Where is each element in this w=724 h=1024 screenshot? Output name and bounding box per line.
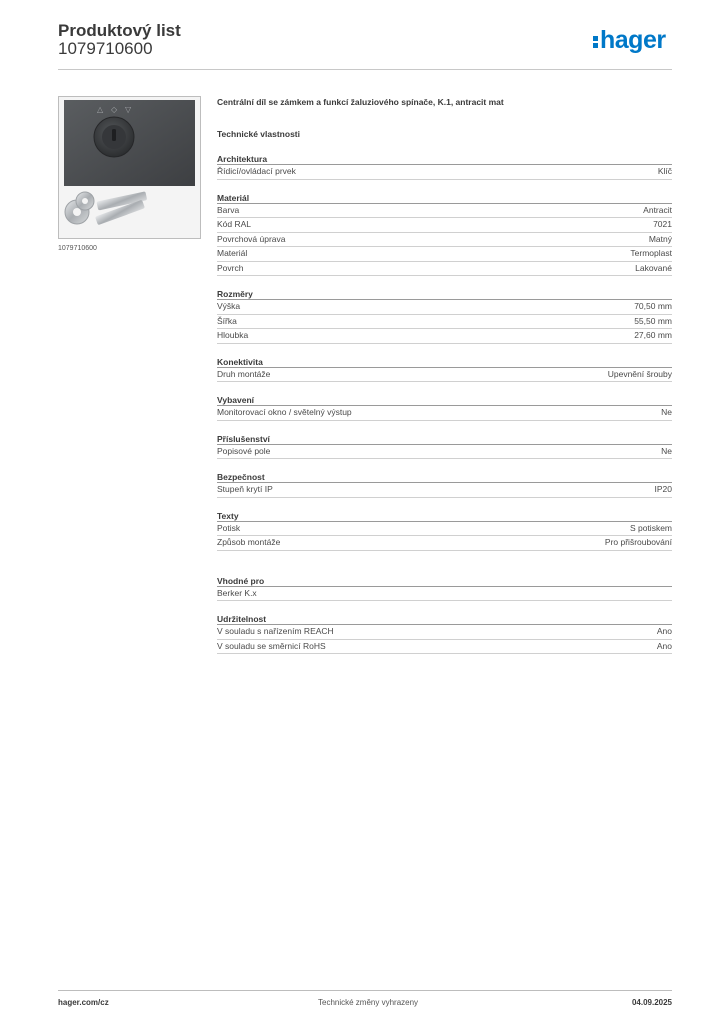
property-row: Způsob montáže Pro přišroubování xyxy=(217,536,672,551)
group-title: Vhodné pro xyxy=(217,575,672,587)
property-row: V souladu se směrnicí RoHS Ano xyxy=(217,640,672,654)
logo-colon-icon xyxy=(593,28,600,50)
header-divider xyxy=(58,69,672,70)
property-label: Popisové pole xyxy=(217,445,271,456)
product-image-caption: 1079710600 xyxy=(58,245,97,252)
property-value: 27,60 mm xyxy=(634,330,672,340)
property-value: Ano xyxy=(656,640,672,651)
group-title: Vybavení xyxy=(217,394,672,406)
product-photo: △ ◇ ▽ xyxy=(59,97,200,238)
property-row: Materiál Termoplast xyxy=(217,247,672,262)
group-title: Konektivita xyxy=(217,356,672,368)
property-label: Povrchová úprava xyxy=(217,233,286,244)
arrow-down-icon: ▽ xyxy=(125,105,132,114)
footer-date: 04.09.2025 xyxy=(631,998,672,1007)
product-image: △ ◇ ▽ xyxy=(58,96,201,239)
property-value: Termoplast xyxy=(630,248,672,258)
property-label: Řídicí/ovládací prvek xyxy=(217,166,296,176)
arrow-up-icon: △ xyxy=(97,105,104,114)
property-label: Potisk xyxy=(217,522,241,533)
property-label: Druh montáže xyxy=(217,368,271,379)
property-value: Pro přišroubování xyxy=(604,537,672,547)
property-value: Antracit xyxy=(643,204,672,215)
property-value: S potiskem xyxy=(629,522,672,533)
property-value: Klíč xyxy=(657,166,672,176)
property-label: Monitorovací okno / světelný výstup xyxy=(217,407,352,417)
group-title: Materiál xyxy=(217,192,672,204)
neutral-icon: ◇ xyxy=(111,105,118,114)
property-row: Řídicí/ovládací prvek Klíč xyxy=(217,165,672,180)
property-row: Šířka 55,50 mm xyxy=(217,315,672,329)
property-label: Hloubka xyxy=(217,330,249,340)
property-value: Upevnění šrouby xyxy=(607,368,672,379)
group-title: Architektura xyxy=(217,153,672,165)
property-row: Povrch Lakované xyxy=(217,262,672,276)
property-value: Lakované xyxy=(635,262,672,273)
property-label: Způsob montáže xyxy=(217,537,281,547)
property-value: Ne xyxy=(661,407,672,417)
footer-divider xyxy=(58,990,672,991)
property-label: V souladu s nařízením REACH xyxy=(217,626,334,636)
hager-logo: hager xyxy=(593,28,666,56)
product-number: 1079710600 xyxy=(58,39,153,58)
property-row: Berker K.x xyxy=(217,587,672,601)
keys-icon xyxy=(64,191,147,225)
property-label: Povrch xyxy=(217,262,244,273)
property-row: V souladu s nařízením REACH Ano xyxy=(217,625,672,640)
property-row: Výška 70,50 mm xyxy=(217,300,672,315)
property-label: Berker K.x xyxy=(217,587,257,598)
document-title: Produktový list xyxy=(58,21,181,40)
property-row: Barva Antracit xyxy=(217,204,672,218)
property-row: Monitorovací okno / světelný výstup Ne xyxy=(217,406,672,421)
logo-text: hager xyxy=(600,26,666,54)
product-description: Centrální díl se zámkem a funkcí žaluzio… xyxy=(217,97,504,107)
property-row: Stupeň krytí IP IP20 xyxy=(217,483,672,498)
property-label: Výška xyxy=(217,301,241,311)
property-value: 70,50 mm xyxy=(634,301,672,311)
property-row: Hloubka 27,60 mm xyxy=(217,329,672,344)
property-value: IP20 xyxy=(654,484,673,494)
group-spacer xyxy=(217,551,672,563)
property-value: 55,50 mm xyxy=(634,315,672,326)
group-title: Texty xyxy=(217,510,672,522)
property-label: Kód RAL xyxy=(217,219,252,229)
group-title: Udržitelnost xyxy=(217,613,672,625)
group-title: Bezpečnost xyxy=(217,471,672,483)
technical-properties-heading: Technické vlastnosti xyxy=(217,129,300,139)
group-title: Příslušenství xyxy=(217,433,672,445)
property-row: Druh montáže Upevnění šrouby xyxy=(217,368,672,382)
product-details: Centrální díl se zámkem a funkcí žaluzio… xyxy=(217,95,672,654)
property-value: 7021 xyxy=(653,219,672,229)
property-value: Matný xyxy=(648,233,672,244)
footer-website: hager.com/cz xyxy=(58,998,109,1007)
property-label: Šířka xyxy=(217,315,237,326)
property-row: Kód RAL 7021 xyxy=(217,218,672,233)
property-row: Potisk S potiskem xyxy=(217,522,672,536)
property-label: V souladu se směrnicí RoHS xyxy=(217,640,326,651)
property-row: Povrchová úprava Matný xyxy=(217,233,672,247)
property-value: Ano xyxy=(656,626,672,636)
property-label: Barva xyxy=(217,204,240,215)
footer-notice: Technické změny vyhrazeny xyxy=(318,998,419,1007)
group-title: Rozměry xyxy=(217,288,672,300)
property-label: Stupeň krytí IP xyxy=(217,484,273,494)
property-value: Ne xyxy=(661,445,672,456)
property-label: Materiál xyxy=(217,248,248,258)
property-row: Popisové pole Ne xyxy=(217,445,672,459)
